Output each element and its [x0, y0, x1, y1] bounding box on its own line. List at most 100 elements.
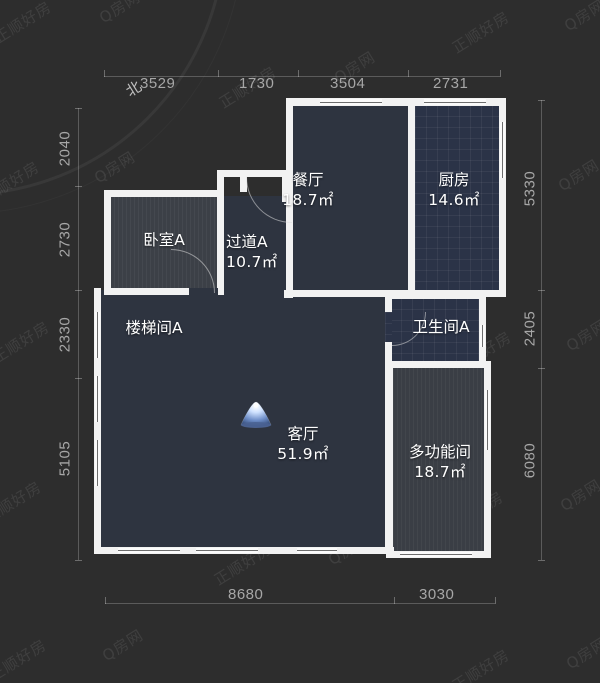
dimension-right-3: 6080: [521, 442, 539, 479]
watermark-site: Q房网: [563, 315, 600, 355]
dimension-tick: [495, 597, 496, 604]
dimension-tick: [538, 368, 545, 369]
dimension-ruler-left: [78, 108, 79, 560]
wall-dining-kitchen-divider: [408, 105, 415, 297]
window-left-3: [95, 440, 100, 486]
watermark-site: Q房网: [96, 0, 144, 27]
room-name-kitchen: 厨房: [438, 171, 470, 189]
dimension-right-2: 2405: [521, 310, 539, 347]
watermark-brand: 正顺好房: [0, 477, 45, 527]
watermark-site: Q房网: [561, 0, 600, 35]
window-left-1: [95, 312, 100, 358]
window-multi-bottom: [400, 552, 472, 557]
dimension-tick: [538, 290, 545, 291]
decorative-arc-inner: [0, 0, 244, 214]
watermark-brand: 正顺好房: [0, 0, 55, 47]
wall-bathroom-top: [385, 292, 486, 299]
dimension-right-1: 5330: [521, 170, 539, 207]
wall-corridor-top-b: [240, 170, 290, 177]
dimension-tick: [538, 100, 545, 101]
dimension-tick: [75, 560, 82, 561]
doorway-bathroom-a: [385, 312, 392, 342]
watermark-brand: 正顺好房: [449, 7, 513, 57]
watermark-brand: 正顺好房: [0, 317, 53, 367]
watermark-brand: 正顺好房: [0, 635, 50, 683]
window-bathroom-right: [480, 325, 485, 347]
room-fill-dining: [291, 105, 408, 297]
room-name-dining: 餐厅: [292, 171, 324, 189]
wall-top-exterior: [286, 98, 506, 106]
dimension-top-1: 3529: [140, 75, 176, 92]
wall-corridor-bottom-jamb: [284, 290, 291, 298]
room-label-bedroom-a: 卧室A: [124, 230, 204, 250]
wall-bedroom-top: [104, 190, 224, 197]
room-area-living: 51.9㎡: [277, 445, 329, 463]
window-bottom-3: [297, 548, 337, 553]
room-fill-bedroom-a: [110, 196, 218, 289]
wall-bedroom-right: [217, 190, 224, 294]
decorative-arc-outer: [0, 0, 226, 196]
dimension-tick: [75, 378, 82, 379]
room-name-bedroom-a: 卧室A: [143, 231, 185, 249]
wall-kitchen-right: [499, 98, 506, 297]
watermark-brand: 正顺好房: [0, 157, 43, 207]
room-name-stairwell-a: 楼梯间A: [125, 319, 183, 337]
dimension-left-2: 2730: [56, 221, 74, 258]
wall-corridor-top-a: [217, 170, 247, 177]
dimension-tick: [75, 290, 82, 291]
dimension-top-3: 3504: [330, 75, 366, 92]
room-area-corridor-a: 10.7㎡: [226, 253, 278, 271]
room-area-kitchen: 14.6㎡: [428, 191, 480, 209]
room-fill-multi: [393, 367, 485, 557]
dimension-tick: [105, 597, 106, 604]
window-kitchen-right: [500, 122, 505, 178]
dimension-ruler-bottom: [105, 603, 495, 604]
dimension-left-4: 5105: [56, 440, 74, 477]
dimension-tick: [298, 70, 299, 77]
wall-multi-left: [386, 361, 393, 558]
window-multi-right: [485, 390, 490, 450]
dimension-tick: [408, 70, 409, 77]
wall-bathroom-bottom: [385, 361, 486, 368]
window-left-2: [95, 376, 100, 422]
window-kitchen-top: [424, 99, 486, 105]
room-label-corridor-a: 过道A 10.7㎡: [226, 232, 308, 272]
dimension-left-3: 2330: [56, 316, 74, 353]
wall-bedroom-bottom: [104, 288, 224, 295]
room-fill-kitchen: [415, 105, 500, 290]
room-label-bathroom-a: 卫生间A: [396, 317, 486, 337]
window-dining-top: [320, 99, 382, 105]
dimension-left-1: 2040: [56, 130, 74, 167]
watermark-site: Q房网: [99, 625, 147, 665]
watermark-site: Q房网: [91, 147, 139, 187]
room-name-corridor-a: 过道A: [226, 233, 268, 251]
room-name-bathroom-a: 卫生间A: [412, 318, 470, 336]
room-area-dining: 18.7㎡: [282, 191, 334, 209]
dimension-tick: [75, 186, 82, 187]
watermark-site: Q房网: [563, 633, 600, 673]
dimension-top-4: 2731: [433, 75, 469, 92]
wall-corridor-left-upper: [217, 170, 224, 198]
room-label-kitchen: 厨房 14.6㎡: [414, 170, 494, 210]
dimension-ruler-top: [104, 76, 500, 77]
dimension-tick: [218, 70, 219, 77]
dimension-bottom-2: 3030: [419, 586, 455, 603]
room-name-living: 客厅: [287, 425, 319, 443]
room-area-multi: 18.7㎡: [414, 463, 466, 481]
dimension-tick: [394, 597, 395, 604]
dimension-tick: [500, 70, 501, 77]
dimension-tick: [75, 108, 82, 109]
dimension-ruler-right: [541, 100, 542, 560]
dimension-top-2: 1730: [239, 75, 275, 92]
room-label-stairwell-a: 楼梯间A: [104, 318, 204, 338]
window-bottom-1: [118, 548, 180, 553]
room-name-multi: 多功能间: [408, 443, 471, 461]
wall-bedroom-left: [104, 190, 111, 294]
watermark-brand: 正顺好房: [449, 645, 513, 683]
wall-corridor-jamb: [240, 170, 247, 192]
room-label-living: 客厅 51.9㎡: [258, 424, 348, 464]
dimension-tick: [104, 70, 105, 77]
window-bottom-2: [196, 548, 258, 553]
room-label-dining: 餐厅 18.7㎡: [268, 170, 348, 210]
